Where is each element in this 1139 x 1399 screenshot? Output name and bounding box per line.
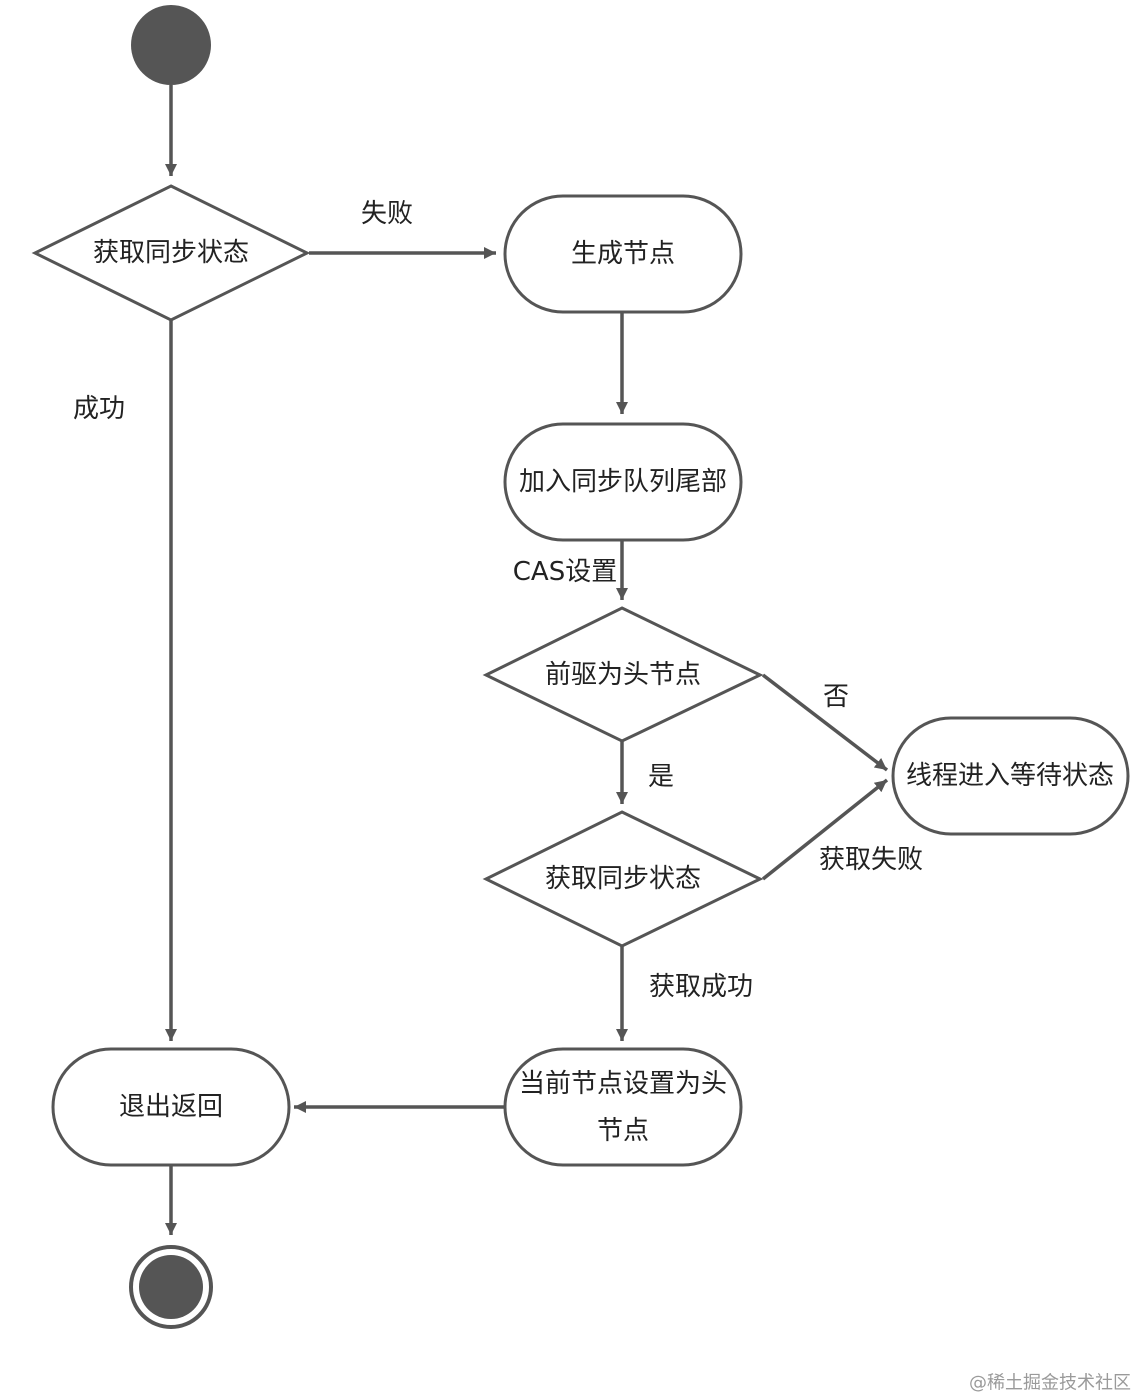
- action-create-node-label: 生成节点: [571, 239, 675, 269]
- action-set-head-label-line2: 节点: [597, 1116, 649, 1146]
- decision-predecessor-is-head-label: 前驱为头节点: [545, 660, 701, 690]
- decision-acquire-state-2: 获取同步状态: [482, 810, 764, 948]
- decision-acquire-state-1: 获取同步状态: [31, 184, 311, 322]
- action-exit-return-label: 退出返回: [119, 1092, 223, 1122]
- decision-acquire-state-1-label: 获取同步状态: [93, 238, 249, 268]
- action-set-head-label-line1: 当前节点设置为头: [519, 1069, 727, 1099]
- action-thread-wait: 线程进入等待状态: [891, 716, 1130, 836]
- decision-acquire-state-2-label: 获取同步状态: [545, 864, 701, 894]
- edge-label-no: 否: [823, 682, 849, 712]
- decision-predecessor-is-head: 前驱为头节点: [482, 606, 764, 743]
- edge-label-acquire-fail: 获取失败: [819, 845, 923, 875]
- action-exit-return: 退出返回: [51, 1047, 291, 1167]
- edge-predecessor-no: [761, 673, 889, 772]
- edge-label-fail: 失败: [361, 199, 413, 229]
- edge-label-success: 成功: [73, 394, 125, 424]
- action-thread-wait-label: 线程进入等待状态: [906, 761, 1114, 791]
- action-set-head: 当前节点设置为头 节点: [503, 1047, 743, 1167]
- edge-label-yes: 是: [648, 762, 674, 792]
- edge-acquire2-fail: [761, 778, 889, 881]
- action-create-node: 生成节点: [503, 194, 743, 314]
- start-node: [131, 5, 211, 85]
- edge-label-cas-set: CAS设置: [513, 557, 617, 587]
- action-enqueue-tail-label: 加入同步队列尾部: [519, 467, 727, 497]
- action-enqueue-tail: 加入同步队列尾部: [503, 422, 743, 542]
- edge-label-acquire-success: 获取成功: [649, 972, 753, 1002]
- end-node: [129, 1245, 213, 1329]
- watermark: @稀土掘金技术社区: [969, 1373, 1131, 1394]
